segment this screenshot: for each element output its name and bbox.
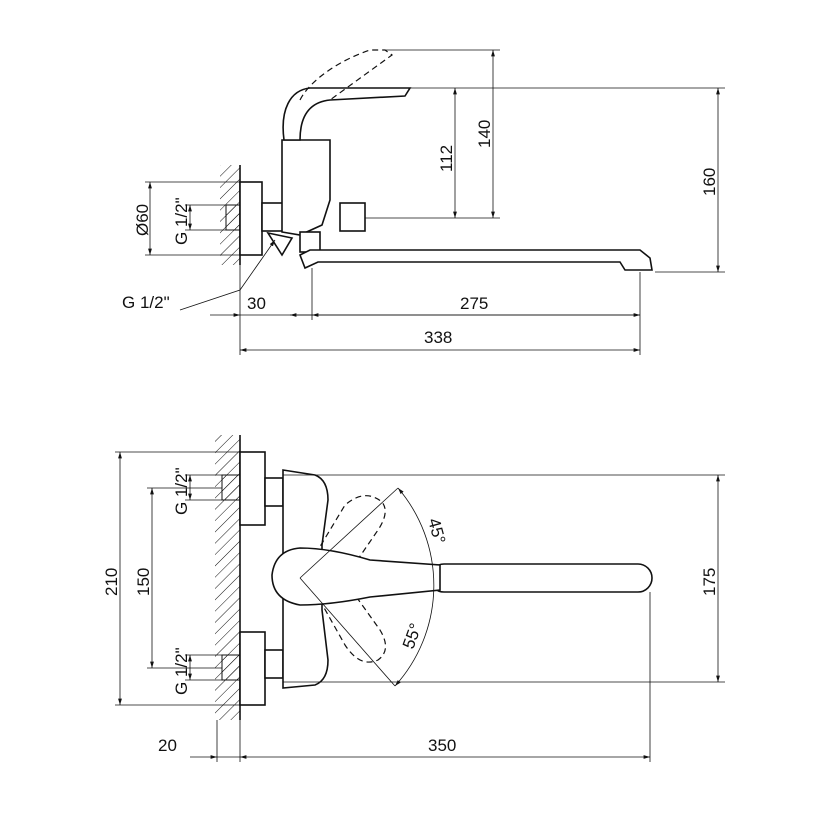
wall-flange bbox=[239, 181, 263, 256]
spout-top bbox=[429, 563, 653, 593]
thread-connector bbox=[225, 204, 241, 231]
dim-thread-top-label: G 1/2" bbox=[172, 467, 191, 515]
dim-150-label: 150 bbox=[134, 568, 153, 596]
flange-bottom bbox=[239, 631, 266, 706]
thread-top bbox=[221, 474, 241, 501]
lever-handle-top bbox=[271, 547, 441, 606]
cartridge-knob bbox=[339, 202, 366, 232]
mixer-body bbox=[281, 139, 331, 236]
side-view: Ø60 G 1/2" G 1/2" 112 140 160 30 275 338 bbox=[122, 49, 725, 355]
spout-joint bbox=[299, 231, 321, 253]
dim-350-label: 350 bbox=[428, 736, 456, 755]
dim-thread-label: G 1/2" bbox=[172, 197, 191, 245]
top-view: 45° 55° 210 150 G 1/2" G 1/2" 175 20 350 bbox=[102, 435, 725, 762]
dim-275-label: 275 bbox=[460, 294, 488, 313]
lever-raised-dashed bbox=[299, 49, 394, 101]
dim-160-label: 160 bbox=[700, 168, 719, 196]
lever-handle bbox=[282, 87, 412, 141]
lever-rotated-45 bbox=[299, 495, 386, 601]
dim-20-label: 20 bbox=[158, 736, 177, 755]
dim-thread-bottom-label: G 1/2" bbox=[172, 647, 191, 695]
spout bbox=[298, 249, 653, 271]
rotation-arc bbox=[394, 487, 435, 687]
dim-175-label: 175 bbox=[700, 568, 719, 596]
eccentric-top bbox=[264, 477, 284, 507]
dim-diameter-label: Ø60 bbox=[133, 204, 152, 236]
dim-30-label: 30 bbox=[247, 294, 266, 313]
dim-112-label: 112 bbox=[437, 145, 456, 172]
lever-rotated-55 bbox=[299, 559, 387, 663]
eccentric bbox=[261, 202, 285, 232]
angle-55-label: 55° bbox=[399, 621, 426, 652]
eccentric-bottom bbox=[264, 649, 284, 679]
flange-top bbox=[239, 451, 266, 526]
thread-leader-label: G 1/2" bbox=[122, 293, 170, 312]
dim-210-label: 210 bbox=[102, 568, 121, 596]
angle-45-label: 45° bbox=[424, 516, 449, 546]
thread-bottom bbox=[221, 654, 241, 681]
aerator-hatch bbox=[266, 231, 294, 257]
dim-338-label: 338 bbox=[424, 328, 452, 347]
dim-140-label: 140 bbox=[475, 120, 494, 148]
